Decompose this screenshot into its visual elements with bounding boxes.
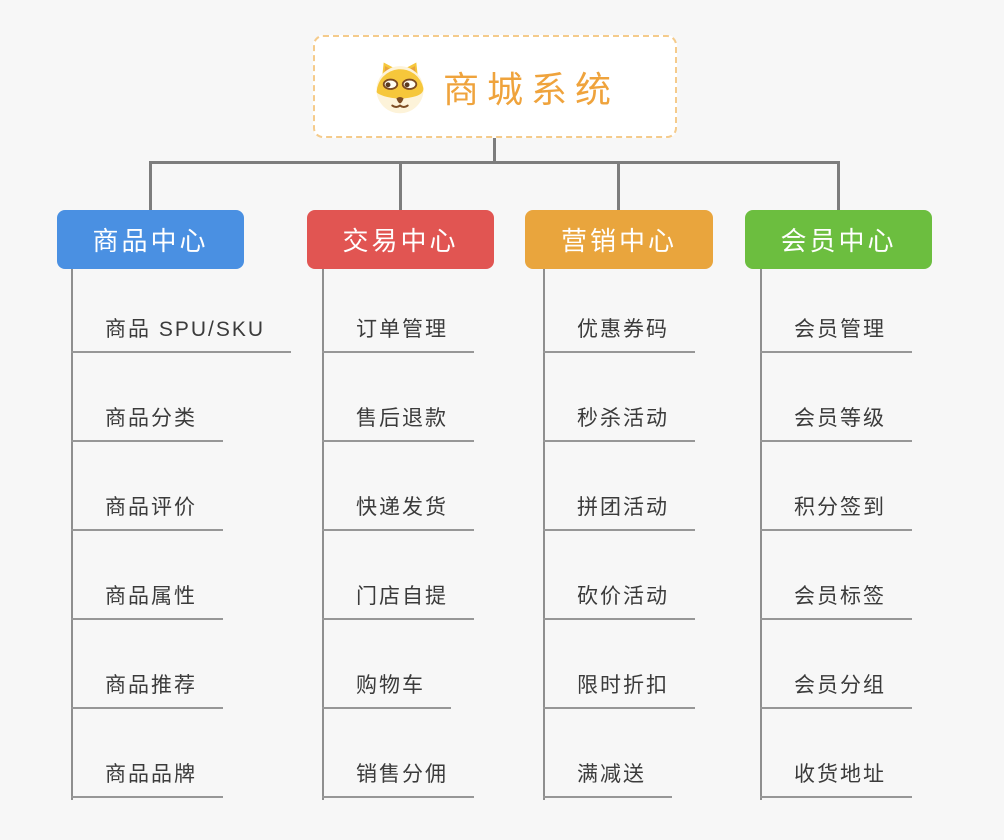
- node-member-management[interactable]: 会员管理: [760, 315, 912, 353]
- node-order-management[interactable]: 订单管理: [322, 315, 474, 353]
- root-title: 商城系统: [442, 68, 619, 110]
- node-bargain-activity[interactable]: 砍价活动: [543, 582, 695, 620]
- node-sales-commission[interactable]: 销售分佣: [322, 760, 474, 798]
- node-product-review[interactable]: 商品评价: [71, 493, 223, 531]
- node-member-group[interactable]: 会员分组: [760, 671, 912, 709]
- node-product-recommend[interactable]: 商品推荐: [71, 671, 223, 709]
- dog-face-icon: [371, 58, 429, 116]
- node-limited-time-discount[interactable]: 限时折扣: [543, 671, 695, 709]
- node-product-spu-sku[interactable]: 商品 SPU/SKU: [71, 315, 292, 353]
- node-flash-sale[interactable]: 秒杀活动: [543, 404, 695, 442]
- node-full-reduction[interactable]: 满减送: [543, 760, 672, 798]
- branch-product-center[interactable]: 商品中心: [57, 210, 244, 269]
- connector-stub-marketing: [617, 161, 620, 211]
- node-product-attribute[interactable]: 商品属性: [71, 582, 223, 620]
- node-member-level[interactable]: 会员等级: [760, 404, 912, 442]
- trunk-member-center: [760, 269, 762, 800]
- trunk-product-center: [71, 269, 73, 800]
- node-shipping-address[interactable]: 收货地址: [760, 760, 912, 798]
- node-member-tag[interactable]: 会员标签: [760, 582, 912, 620]
- node-product-brand[interactable]: 商品品牌: [71, 760, 223, 798]
- root-node-mall-system[interactable]: 商城系统: [313, 35, 677, 138]
- connector-root-stub: [493, 138, 496, 164]
- branch-trade-center[interactable]: 交易中心: [307, 210, 494, 269]
- branch-marketing-center[interactable]: 营销中心: [525, 210, 713, 269]
- connector-stub-trade: [399, 161, 402, 211]
- connector-stub-product: [149, 161, 152, 211]
- node-coupon-code[interactable]: 优惠券码: [543, 315, 695, 353]
- node-after-sales-refund[interactable]: 售后退款: [322, 404, 474, 442]
- node-store-pickup[interactable]: 门店自提: [322, 582, 474, 620]
- connector-bus: [149, 161, 840, 164]
- branch-member-center[interactable]: 会员中心: [745, 210, 932, 269]
- node-group-buy[interactable]: 拼团活动: [543, 493, 695, 531]
- node-product-category[interactable]: 商品分类: [71, 404, 223, 442]
- trunk-marketing-center: [543, 269, 545, 800]
- connector-stub-member: [837, 161, 840, 211]
- node-points-checkin[interactable]: 积分签到: [760, 493, 912, 531]
- node-shopping-cart[interactable]: 购物车: [322, 671, 451, 709]
- trunk-trade-center: [322, 269, 324, 800]
- node-express-delivery[interactable]: 快递发货: [322, 493, 474, 531]
